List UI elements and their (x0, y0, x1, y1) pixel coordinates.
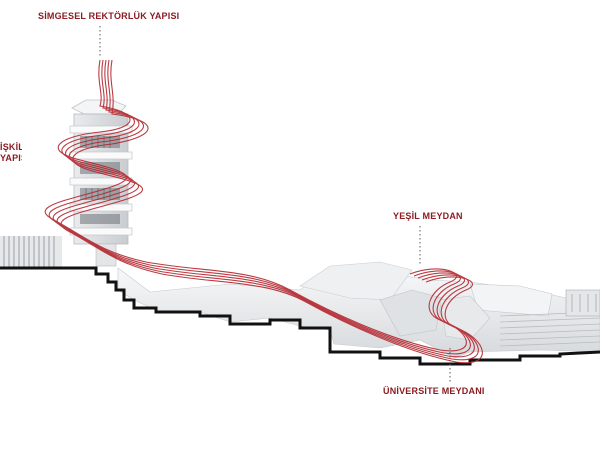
label-left-line1: İŞKİLİ (0, 142, 22, 152)
label-leader-lines (99, 26, 451, 382)
label-tower: SİMGESEL REKTÖRLÜK YAPISI (38, 11, 180, 21)
label-left-building: İŞKİLİ YAPISI (0, 142, 22, 164)
ground-section-line (0, 266, 600, 366)
circulation-path-ribbon (44, 59, 483, 364)
label-university-square: ÜNİVERSİTE MEYDANI (383, 386, 485, 396)
terraced-terrain (117, 261, 600, 359)
label-left-line2: YAPISI (0, 153, 22, 163)
label-green-square: YEŞİL MEYDAN (393, 211, 463, 221)
left-building (0, 236, 62, 268)
rectorate-tower (69, 99, 133, 267)
